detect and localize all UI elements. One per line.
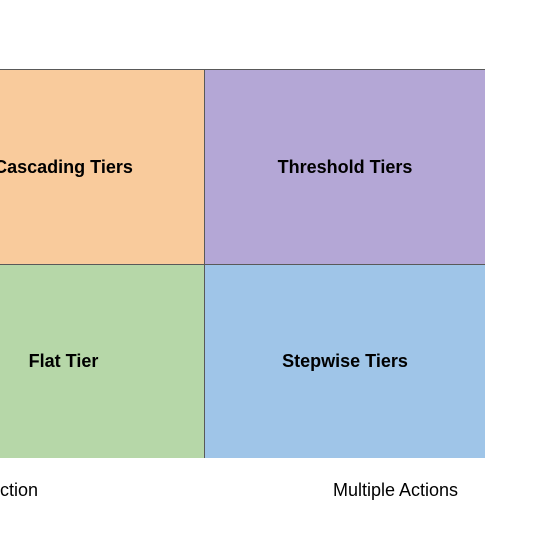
- quadrant-stepwise-tiers: Stepwise Tiers: [205, 265, 485, 458]
- quadrant-label: Threshold Tiers: [277, 156, 413, 177]
- quadrant-cascading-tiers: Cascading Tiers: [0, 70, 205, 265]
- quadrant-threshold-tiers: Threshold Tiers: [205, 70, 485, 265]
- axis-label-left: ction: [0, 480, 38, 500]
- quadrant-label: Flat Tier: [28, 351, 99, 371]
- tier-matrix: Cascading Tiers Threshold Tiers Flat Tie…: [0, 69, 485, 458]
- quadrant-flat-tier: Flat Tier: [0, 265, 205, 458]
- quadrant-label: Cascading Tiers: [0, 156, 133, 177]
- axis-label-right: Multiple Actions: [333, 480, 459, 500]
- quadrant-label: Stepwise Tiers: [282, 351, 408, 371]
